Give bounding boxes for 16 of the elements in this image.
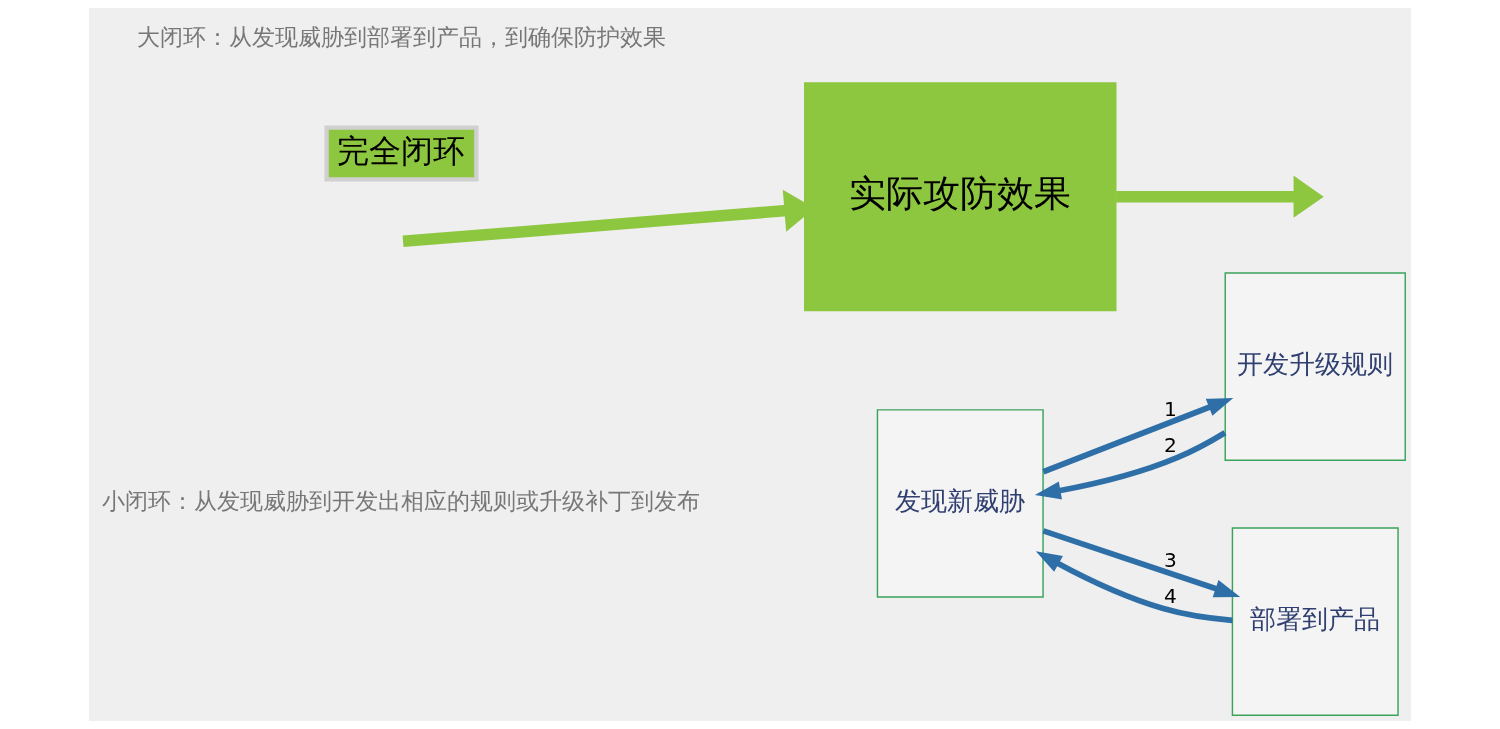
- label: 小闭环：从发现威胁到开发出相应的规则或升级补丁到发布: [102, 487, 701, 514]
- label: 大闭环：从发现威胁到部署到产品，到确保防护效果: [137, 24, 666, 51]
- arrow: [1116, 175, 1324, 218]
- edge-label: 2: [1164, 432, 1177, 457]
- arrow: [1035, 551, 1233, 624]
- arrow: [1042, 528, 1241, 598]
- edge-label: 3: [1164, 548, 1177, 573]
- arrow: [1042, 397, 1234, 475]
- node-box: 部署到产品: [1231, 527, 1399, 716]
- node-box: 发现新威胁: [876, 409, 1044, 598]
- node-box: 开发升级规则: [1224, 272, 1406, 461]
- arrow: [1034, 430, 1227, 500]
- edge-label: 1: [1164, 396, 1177, 421]
- node-box: 实际攻防效果: [804, 82, 1117, 312]
- node-box: 完全闭环: [324, 125, 479, 182]
- edge-label: 4: [1164, 584, 1177, 609]
